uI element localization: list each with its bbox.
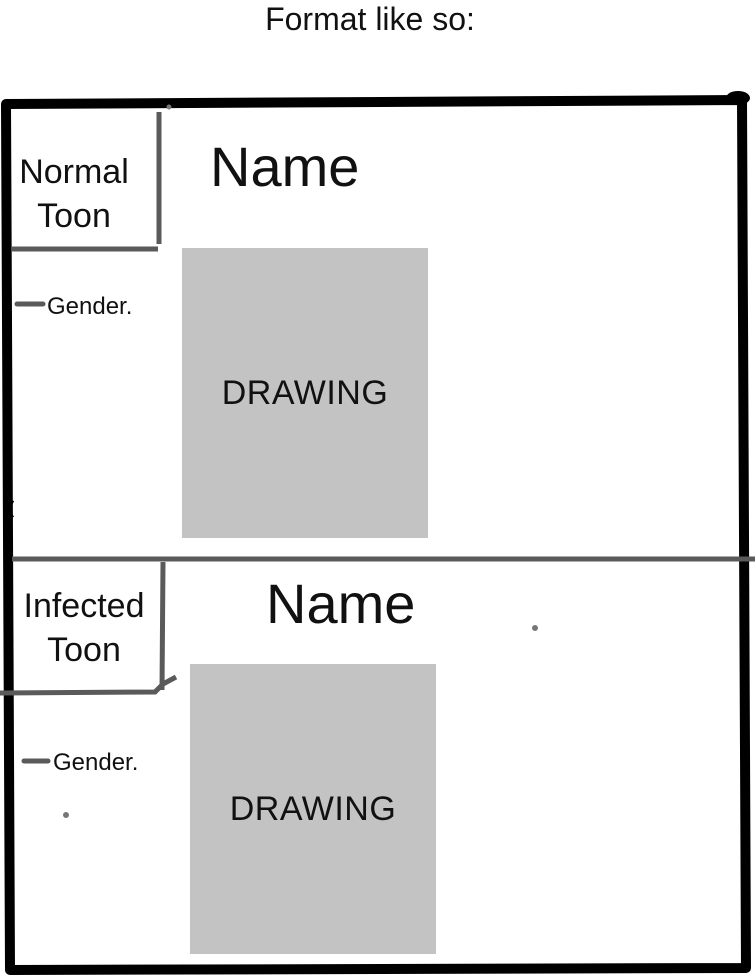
stray-dot	[532, 625, 538, 631]
infected-toon-label-line2: Toon	[47, 631, 121, 669]
infected-label-box-bottom	[0, 674, 178, 696]
normal-toon-label-line2: Toon	[37, 197, 111, 235]
outer-border	[1, 95, 751, 975]
normal-toon-label: Normal Toon	[12, 150, 136, 238]
normal-toon-label-line1: Normal	[19, 153, 129, 191]
infected-toon-name: Name	[266, 572, 416, 635]
infected-toon-label: Infected Toon	[14, 584, 154, 672]
border-ink-blob	[726, 91, 750, 105]
border-ink-mark	[6, 498, 15, 520]
infected-toon-gender: Gender.	[53, 749, 139, 776]
infected-label-box-right	[159, 561, 166, 691]
normal-toon-drawing-label: DRAWING	[221, 373, 389, 412]
stray-dot	[166, 104, 172, 110]
infected-toon-drawing-label: DRAWING	[229, 789, 397, 828]
normal-toon-gender: Gender.	[47, 293, 133, 320]
normal-toon-drawing-placeholder: DRAWING	[182, 248, 428, 538]
infected-toon-label-line1: Infected	[23, 587, 145, 625]
stray-dot	[63, 812, 69, 818]
infected-toon-drawing-placeholder: DRAWING	[190, 664, 436, 954]
normal-toon-name: Name	[210, 135, 360, 198]
page-title: Format like so:	[265, 1, 475, 37]
